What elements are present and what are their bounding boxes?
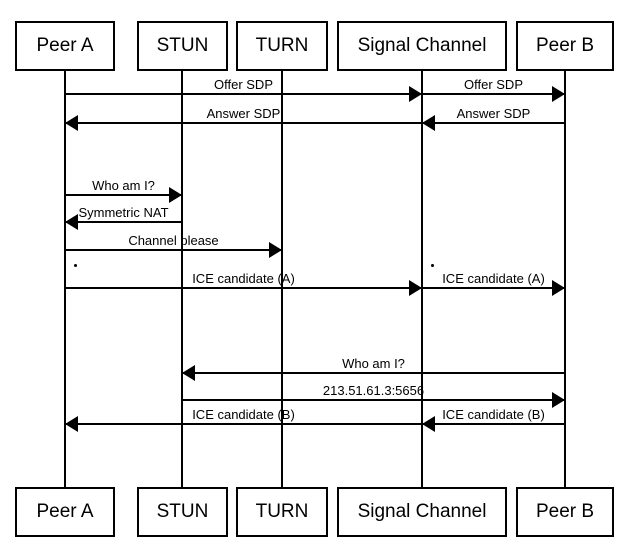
lifeline-peer-a (64, 71, 66, 487)
message-label: ICE candidate (A) (442, 271, 545, 286)
message-symmetric-nat-stun-to-a: Symmetric NAT (65, 203, 182, 230)
message-ice-candidate-b-b-to-signal: ICE candidate (B) (422, 405, 565, 432)
message-label: ICE candidate (A) (192, 271, 295, 286)
arrowhead-right-icon (552, 392, 565, 408)
actor-box-signal-channel-top: Signal Channel (337, 21, 507, 71)
arrowhead-left-icon (422, 115, 435, 131)
actor-box-peer-a-bottom: Peer A (15, 487, 115, 537)
message-label: ICE candidate (B) (192, 407, 295, 422)
actor-label: TURN (255, 501, 309, 522)
arrowhead-right-icon (552, 86, 565, 102)
actor-box-stun-top: STUN (137, 21, 228, 71)
lifeline-turn (281, 71, 283, 487)
actor-label: Peer A (36, 35, 94, 56)
message-label: Symmetric NAT (78, 205, 169, 220)
message-offer-sdp-signal-to-b: Offer SDP (422, 75, 565, 102)
arrowhead-left-icon (422, 416, 435, 432)
actor-label: Peer B (535, 501, 595, 522)
arrowhead-right-icon (169, 187, 182, 203)
arrowhead-left-icon (65, 214, 78, 230)
message-label: Who am I? (342, 356, 405, 371)
message-ice-candidate-a-signal-to-b: ICE candidate (A) (422, 269, 565, 296)
message-label: Offer SDP (213, 77, 273, 92)
stray-dot (74, 264, 77, 267)
lifeline-peer-b (564, 71, 566, 487)
lifeline-stun (181, 71, 183, 487)
message-label: Answer SDP (456, 106, 531, 121)
actor-box-stun-bottom: STUN (137, 487, 228, 537)
arrowhead-left-icon (182, 365, 195, 381)
actor-label: Signal Channel (357, 35, 487, 56)
message-label: Who am I? (92, 178, 155, 193)
actor-box-turn-top: TURN (236, 21, 328, 71)
message-label: Answer SDP (206, 106, 281, 121)
actor-box-turn-bottom: TURN (236, 487, 328, 537)
arrowhead-left-icon (65, 416, 78, 432)
actor-box-peer-a-top: Peer A (15, 21, 115, 71)
message-ip-port-stun-to-b: 213.51.61.3:5656 (182, 381, 565, 408)
message-who-am-i-a-to-stun: Who am I? (65, 176, 182, 203)
message-label: Offer SDP (463, 77, 523, 92)
stray-dot (431, 264, 434, 267)
message-label: ICE candidate (B) (442, 407, 545, 422)
arrowhead-right-icon (269, 242, 282, 258)
actor-label: Peer B (535, 35, 595, 56)
message-label: 213.51.61.3:5656 (322, 383, 425, 398)
message-ice-candidate-a-a-to-signal: ICE candidate (A) (65, 269, 422, 296)
actor-label: STUN (156, 501, 209, 522)
arrowhead-right-icon (409, 280, 422, 296)
message-label: Channel please (128, 233, 219, 248)
arrowhead-left-icon (65, 115, 78, 131)
actor-label: STUN (156, 35, 209, 56)
lifeline-signal-channel (421, 71, 423, 487)
actor-label: TURN (255, 35, 309, 56)
actor-label: Peer A (36, 501, 94, 522)
message-channel-please-a-to-turn: Channel please (65, 231, 282, 258)
actor-box-peer-b-bottom: Peer B (516, 487, 614, 537)
actor-box-peer-b-top: Peer B (516, 21, 614, 71)
message-answer-sdp-signal-to-a: Answer SDP (65, 104, 422, 131)
message-ice-candidate-b-signal-to-a: ICE candidate (B) (65, 405, 422, 432)
arrowhead-right-icon (552, 280, 565, 296)
actor-label: Signal Channel (357, 501, 487, 522)
arrowhead-right-icon (409, 86, 422, 102)
message-offer-sdp-a-to-signal: Offer SDP (65, 75, 422, 102)
message-who-am-i-b-to-stun: Who am I? (182, 354, 565, 381)
message-answer-sdp-b-to-signal: Answer SDP (422, 104, 565, 131)
actor-box-signal-channel-bottom: Signal Channel (337, 487, 507, 537)
